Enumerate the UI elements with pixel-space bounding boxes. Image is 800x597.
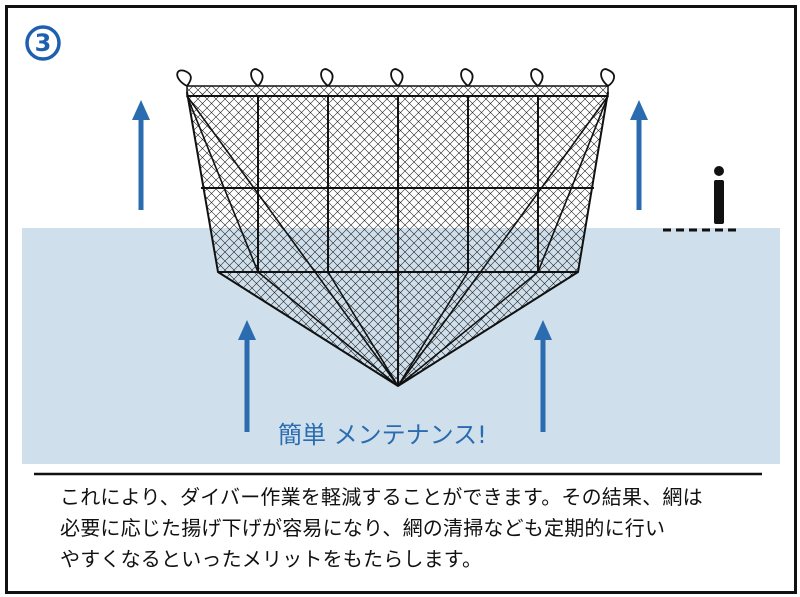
up-arrow-icon	[238, 320, 256, 432]
step-number: 3	[34, 29, 52, 57]
fish-net-icon	[176, 68, 615, 388]
up-arrow-icon	[534, 320, 552, 432]
up-arrow-icon	[132, 100, 150, 210]
circled-number-icon	[25, 25, 61, 61]
person-icon	[714, 166, 724, 224]
slogan-text: 簡単 メンテナンス!	[278, 421, 487, 449]
up-arrow-icon	[630, 100, 648, 210]
caption-text: これにより、ダイバー作業を軽減することができます。その結果、網は 必要に応じた揚…	[60, 485, 703, 571]
